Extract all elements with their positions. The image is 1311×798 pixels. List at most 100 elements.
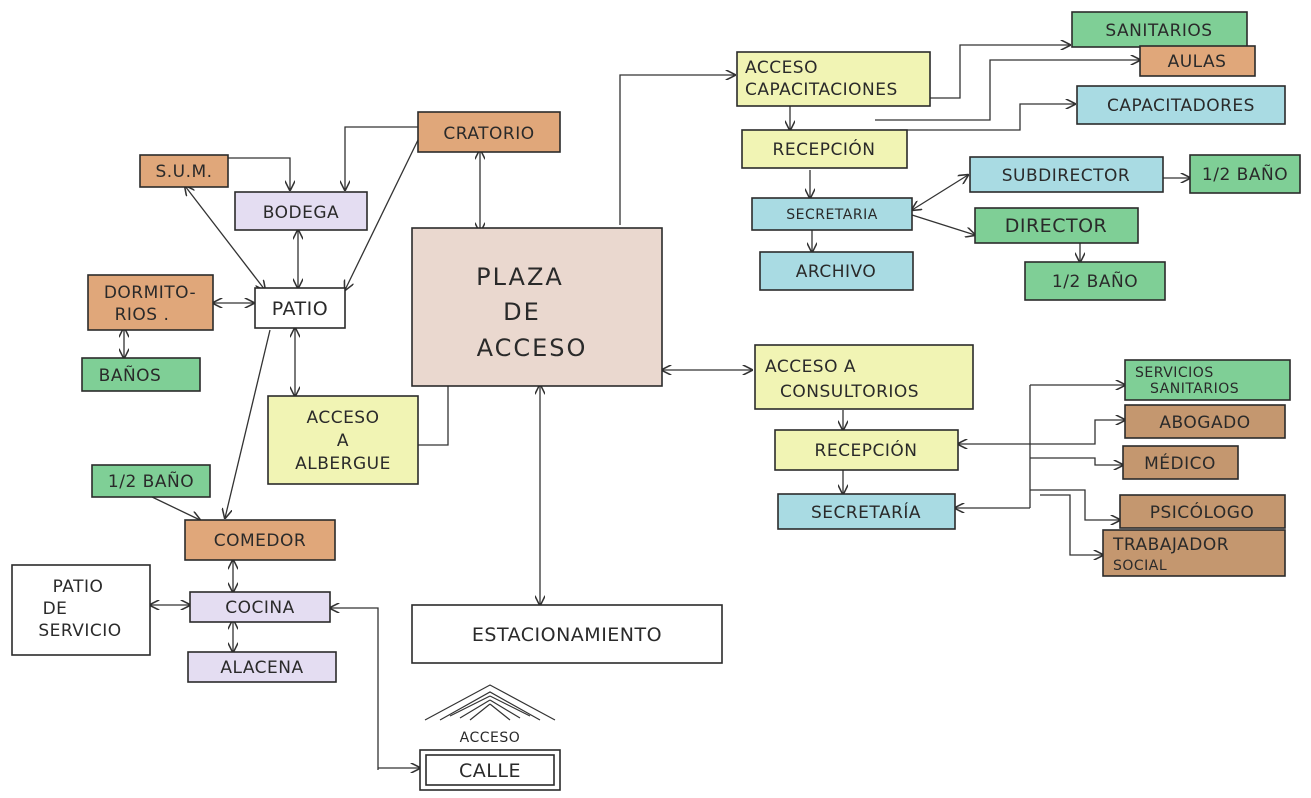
calle-label: CALLE <box>459 760 521 782</box>
connector <box>900 104 1075 131</box>
subdirector-label: SUBDIRECTOR <box>1002 166 1131 186</box>
gate-roof-icon <box>424 684 556 721</box>
connector <box>1040 494 1103 555</box>
aulas-label: AULAS <box>1168 52 1227 72</box>
patio-node: PATIO <box>254 287 346 329</box>
connector <box>1030 457 1123 465</box>
acceso-albergue-line2: A <box>337 431 349 451</box>
medio-bano-dir-label: 1/2 BAÑO <box>1052 270 1138 292</box>
patio-servicio-line1: PATIO <box>53 577 104 597</box>
dormitorios-label-line1: DORMITO- <box>104 283 196 303</box>
capacitadores-label: CAPACITADORES <box>1107 96 1255 116</box>
patio-servicio-node: PATIO DE SERVICIO <box>11 564 151 656</box>
abogado-node: ABOGADO <box>1124 404 1286 439</box>
oratorio-node: CRATORIO <box>417 111 561 153</box>
connector <box>185 186 265 290</box>
banos-label: BAÑOS <box>99 364 162 386</box>
abogado-label: ABOGADO <box>1159 413 1250 433</box>
medico-label: MÉDICO <box>1144 452 1216 474</box>
connectors <box>124 45 1190 770</box>
trabajador-social-line2: SOCIAL <box>1113 558 1167 574</box>
medio-bano-sub-node: 1/2 BAÑO <box>1189 154 1301 194</box>
connector <box>619 75 735 225</box>
estacionamiento-node: ESTACIONAMIENTO <box>411 604 723 664</box>
sum-node: S.U.M. <box>139 154 229 188</box>
alacena-label: ALACENA <box>220 658 303 678</box>
banos-node: BAÑOS <box>81 357 201 392</box>
acceso-consultorios-line2: CONSULTORIOS <box>780 382 919 402</box>
plaza-node: PLAZA DE ACCESO <box>411 227 663 387</box>
connector <box>345 139 419 290</box>
comedor-label: COMEDOR <box>214 531 306 551</box>
oratorio-label: CRATORIO <box>443 124 534 144</box>
connector <box>1030 489 1120 520</box>
trabajador-social-node: TRABAJADOR SOCIAL <box>1102 529 1286 577</box>
alacena-node: ALACENA <box>187 651 337 683</box>
plaza-label-line1: PLAZA <box>476 263 564 291</box>
bodega-label: BODEGA <box>263 203 339 223</box>
director-label: DIRECTOR <box>1005 215 1107 237</box>
connector <box>330 608 379 770</box>
connector <box>875 60 1140 121</box>
acceso-consultorios-line1: ACCESO A <box>765 357 856 377</box>
recepcion-cons-label: RECEPCIÓN <box>815 439 918 461</box>
director-node: DIRECTOR <box>974 207 1139 244</box>
sum-label: S.U.M. <box>155 162 212 182</box>
connector <box>930 45 1070 99</box>
psicologo-node: PSICÓLOGO <box>1119 494 1286 529</box>
connector <box>228 157 290 190</box>
recepcion-cap-node: RECEPCIÓN <box>741 129 908 169</box>
connector <box>912 175 968 210</box>
secretaria-cap-label: SECRETARIA <box>786 207 878 223</box>
cocina-label: COCINA <box>225 598 294 618</box>
dormitorios-node: DORMITO- RIOS . <box>87 274 214 331</box>
recepcion-cons-node: RECEPCIÓN <box>774 429 959 471</box>
connector <box>345 126 418 190</box>
medio-bano-sub-label: 1/2 BAÑO <box>1202 163 1288 185</box>
connector <box>149 495 200 520</box>
acceso-calle-node: ACCESO <box>424 684 556 746</box>
acceso-albergue-line3: ALBERGUE <box>295 454 391 474</box>
archivo-node: ARCHIVO <box>759 251 914 291</box>
capacitadores-node: CAPACITADORES <box>1076 85 1286 125</box>
connector <box>225 329 271 518</box>
secretaria-cons-label: SECRETARÍA <box>811 501 921 523</box>
acceso-consultorios-node: ACCESO A CONSULTORIOS <box>754 344 974 410</box>
sanitarios-label: SANITARIOS <box>1105 21 1212 41</box>
medico-node: MÉDICO <box>1122 445 1239 480</box>
plaza-label-line3: ACCESO <box>477 334 588 362</box>
cocina-node: COCINA <box>189 591 331 623</box>
aulas-node: AULAS <box>1139 45 1256 77</box>
comedor-node: COMEDOR <box>184 519 336 561</box>
bodega-node: BODEGA <box>234 191 368 231</box>
recepcion-cap-label: RECEPCIÓN <box>773 138 876 160</box>
patio-servicio-line3: SERVICIO <box>38 621 121 641</box>
connector <box>1030 420 1125 445</box>
trabajador-social-line1: TRABAJADOR <box>1112 535 1229 555</box>
patio-label: PATIO <box>272 298 328 320</box>
dormitorios-label-line2: RIOS . <box>115 305 170 325</box>
medio-bano-comedor-label: 1/2 BAÑO <box>108 470 194 492</box>
acceso-capacitaciones-line1: ACCESO <box>745 58 818 78</box>
archivo-label: ARCHIVO <box>796 262 876 282</box>
acceso-albergue-line1: ACCESO <box>307 408 380 428</box>
connector <box>911 214 975 235</box>
secretaria-cap-node: SECRETARIA <box>751 197 913 231</box>
psicologo-label: PSICÓLOGO <box>1150 501 1255 523</box>
acceso-capacitaciones-line2: CAPACITACIONES <box>745 80 898 100</box>
acceso-calle-label: ACCESO <box>460 730 521 746</box>
medio-bano-comedor-node: 1/2 BAÑO <box>91 464 211 498</box>
estacionamiento-label: ESTACIONAMIENTO <box>472 624 662 646</box>
sanitarios-node: SANITARIOS <box>1071 11 1248 48</box>
secretaria-cons-node: SECRETARÍA <box>777 493 956 530</box>
calle-node: CALLE <box>419 749 561 791</box>
servicios-sanitarios-line1: SERVICIOS <box>1135 365 1214 381</box>
medio-bano-dir-node: 1/2 BAÑO <box>1024 261 1166 301</box>
plaza-label-line2: DE <box>503 298 541 326</box>
servicios-sanitarios-line2: SANITARIOS <box>1150 381 1239 397</box>
servicios-sanitarios-node: SERVICIOS SANITARIOS <box>1124 359 1291 401</box>
acceso-albergue-node: ACCESO A ALBERGUE <box>267 395 419 485</box>
acceso-capacitaciones-node: ACCESO CAPACITACIONES <box>736 51 931 107</box>
patio-servicio-line2: DE <box>43 599 68 619</box>
